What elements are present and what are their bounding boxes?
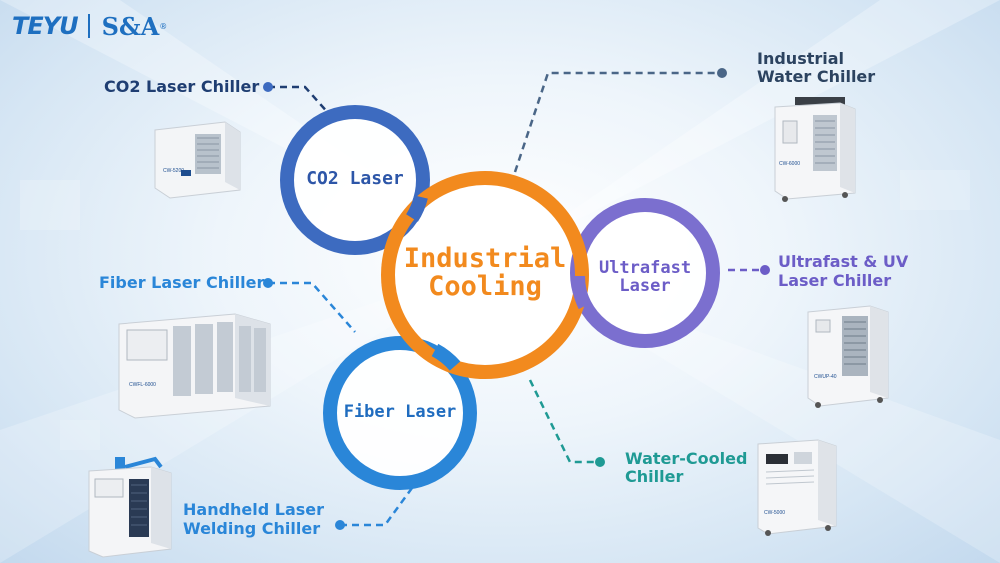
water-line-1: Water-Cooled [625, 449, 748, 468]
handheld-line-1: Handheld Laser [183, 500, 325, 519]
industrial-chiller-label: Industrial Water Chiller [757, 50, 875, 86]
handheld-chiller-label: Handheld Laser Welding Chiller [183, 500, 324, 538]
ultrafast-chiller-line-1: Ultrafast & UV [778, 252, 909, 271]
fiber-chiller-label: Fiber Laser Chiller [99, 273, 265, 292]
handheld-chiller-image [88, 456, 172, 558]
svg-text:CW-5000: CW-5000 [764, 510, 785, 516]
fiber-chiller-image: CWFL-6000 [118, 313, 271, 419]
industrial-chiller-image: CW-6000 [774, 97, 856, 202]
connector-water [528, 379, 600, 464]
svg-text:CW-6000: CW-6000 [779, 161, 800, 167]
ultrafast-chiller-label: Ultrafast & UV Laser Chiller [778, 252, 908, 290]
svg-text:CWFL-6000: CWFL-6000 [129, 382, 156, 388]
hub-ring [381, 171, 589, 379]
connector-fiber [268, 281, 356, 333]
fiber-ring-label: Fiber Laser [343, 402, 457, 422]
dot-co2 [263, 82, 273, 92]
co2-ring-label: CO2 Laser [306, 168, 404, 189]
hub-line-1: Industrial [403, 243, 567, 274]
hub-title: Industrial Cooling [395, 243, 575, 303]
co2-ring [280, 105, 430, 255]
connector-co2 [268, 85, 331, 116]
connector-industrial [513, 71, 722, 173]
handheld-line-2: Welding Chiller [183, 519, 321, 538]
connector-handheld [340, 487, 414, 527]
industrial-line-1: Industrial [757, 49, 845, 68]
industrial-line-2: Water Chiller [757, 67, 876, 86]
ultrafast-line-1: Ultrafast [598, 258, 692, 278]
ultrafast-chiller-image: CWUP-40 [807, 305, 889, 408]
co2-chiller-label: CO2 Laser Chiller [104, 77, 260, 96]
registered-mark: ® [159, 21, 168, 31]
svg-text:CW-5200: CW-5200 [163, 168, 184, 174]
dot-ultrafast [760, 265, 770, 275]
teyu-logo: TEYU [12, 12, 79, 40]
dot-industrial [717, 68, 727, 78]
logo-divider [87, 14, 90, 38]
hub-line-2: Cooling [428, 271, 542, 303]
dot-fiber [263, 278, 273, 288]
ultrafast-line-2: Laser [619, 275, 671, 296]
sa-logo: S&A [101, 11, 160, 41]
logo: TEYU S&A ® [12, 8, 167, 44]
water-line-2: Chiller [625, 467, 684, 486]
svg-text:CWUP-40: CWUP-40 [814, 374, 837, 380]
fiber-ring [323, 336, 477, 490]
water-cooled-chiller-image: CW-5000 [757, 439, 837, 536]
water-cooled-chiller-label: Water-Cooled Chiller [625, 450, 747, 486]
dot-water [595, 457, 605, 467]
ultrafast-ring-label: Ultrafast Laser [585, 258, 705, 296]
ultrafast-chiller-line-2: Laser Chiller [778, 271, 892, 290]
dot-handheld [335, 520, 345, 530]
co2-chiller-image: CW-5200 [154, 121, 241, 199]
